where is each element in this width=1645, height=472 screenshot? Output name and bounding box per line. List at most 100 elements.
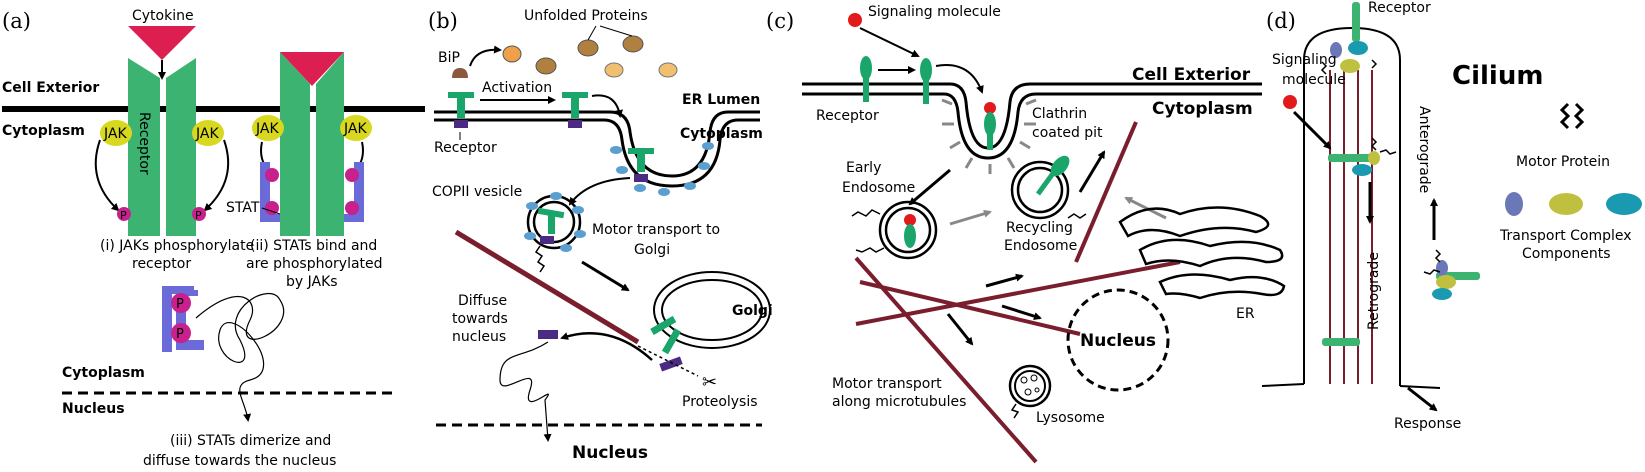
motor-transport-label-2: Golgi — [634, 242, 670, 258]
receptor-recycling-head — [1050, 155, 1070, 177]
receptor-in-pit-stem — [987, 134, 993, 150]
jak-label: JAK — [103, 126, 127, 142]
stat-right — [344, 162, 364, 222]
plasma-membrane-inner — [802, 92, 1262, 160]
receptor-label-b: Receptor — [434, 140, 497, 156]
receptor-label-c: Receptor — [816, 108, 879, 124]
phosphate-stat-right-1 — [345, 168, 359, 182]
legend-complex-blue — [1505, 192, 1523, 216]
er-receptor-head-1 — [448, 92, 474, 98]
motor-protein-right-1 — [1434, 249, 1442, 263]
motor-protein-tip-1 — [1320, 61, 1328, 75]
motor-transport-c-1: Motor transport — [832, 376, 942, 392]
phosphate-dimer-2 — [171, 323, 191, 343]
receptor-cilium-top — [1352, 2, 1360, 42]
motor-protein-icon — [1559, 102, 1585, 130]
jak-label: JAK — [255, 121, 279, 137]
scissors-icon: ✂ — [702, 372, 717, 393]
vesicle-receptor-stem — [548, 214, 555, 234]
motor-protein-legend-label: Motor Protein — [1516, 154, 1610, 170]
retrograde-label: Retrograde — [1366, 252, 1382, 330]
cell-exterior-label-c: Cell Exterior — [1132, 65, 1251, 85]
jak-right-2 — [340, 115, 372, 141]
er-to-recycling-arrow — [1124, 196, 1167, 220]
early-endosome-label-2: Endosome — [842, 180, 915, 196]
stat-dimer-left — [162, 286, 194, 352]
receptor-recycling-stem — [1035, 170, 1057, 196]
caption-ii-line3: by JAKs — [286, 274, 338, 290]
early-endosome-inner — [884, 206, 932, 254]
motor-protein-early-1 — [851, 209, 881, 217]
microtubule-c-4 — [859, 280, 1081, 336]
transport-complex-label-1: Transport Complex — [1499, 228, 1632, 244]
receptor-in-pit — [984, 112, 996, 136]
motor-transport-c-2: along microtubules — [832, 394, 966, 410]
bud-receptor-tail — [634, 174, 648, 182]
receptor-label-a: Receptor — [136, 112, 152, 175]
receptor-c-1 — [860, 56, 872, 80]
dna-strand-b — [499, 341, 552, 442]
caption-iii-line2: diffuse towards the nucleus — [143, 453, 336, 469]
complex-tip-blue — [1330, 42, 1342, 58]
motor-protein-lysosome — [1010, 403, 1020, 419]
golgi-receptor-tail — [659, 356, 683, 372]
cell-exterior-label-a: Cell Exterior — [2, 80, 99, 96]
phospho-arrow-left — [94, 139, 120, 212]
anterograde-label: Anterograde — [1416, 106, 1432, 193]
signal-in-endosome — [904, 214, 916, 226]
signaling-molecule-d — [1283, 95, 1297, 109]
motor-protein-left-2 — [1379, 149, 1397, 155]
lysosome-inner — [1014, 370, 1046, 402]
golgi-outer — [653, 271, 771, 349]
recycling-label-2: Endosome — [1004, 238, 1077, 254]
receptor-c-1-stem — [863, 78, 869, 102]
jak-label: JAK — [195, 126, 219, 142]
bound-signal-pit — [984, 102, 996, 114]
dna-strand-diffusion — [195, 293, 285, 422]
caption-ii-line1: (ii) STATs bind and — [250, 238, 377, 254]
receptor-budding-arrow — [591, 94, 623, 118]
er-lumen-label: ER Lumen — [682, 92, 760, 108]
jak-left-2 — [252, 115, 284, 141]
motor-protein-early-2 — [855, 247, 885, 253]
signaling-molecule-c — [848, 13, 862, 27]
er-receptor-tail-1 — [454, 120, 468, 128]
microtubule-b — [454, 229, 640, 345]
nucleus-c — [1066, 288, 1170, 392]
signaling-label-d-2: molecule — [1282, 72, 1346, 88]
receptor-c-2-stem — [923, 80, 929, 104]
phosphate-dimer-1 — [171, 293, 191, 313]
caption-iii-line1: (iii) STATs dimerize and — [170, 433, 331, 449]
panel-a: (a) Cytokine Cell Exterior Cytoplasm Rec… — [2, 8, 425, 469]
clathrin-label-2: coated pit — [1032, 125, 1103, 141]
phosphate-right-1 — [192, 207, 206, 221]
cytokine-label: Cytokine — [132, 8, 194, 24]
panel-c: (c) Signaling molecule Cell Exterior Cyt… — [766, 4, 1286, 464]
receptor-cilium-left — [1328, 154, 1372, 162]
cilium-base-right — [1399, 385, 1441, 389]
complex-right-blue — [1436, 260, 1448, 276]
unfolded-protein-cluster — [502, 25, 678, 78]
diffuse-label-2: towards — [452, 311, 508, 327]
response-arrow — [1407, 386, 1438, 412]
transport-complex-label-2: Components — [1522, 246, 1611, 262]
legend-complex-yellow — [1549, 193, 1583, 215]
complex-left-yellow — [1368, 151, 1380, 165]
receptor-in-endosome — [904, 224, 916, 248]
diffuse-label-3: nucleus — [452, 329, 506, 345]
bip-chaperone — [452, 68, 468, 78]
receptor-right-chain-1 — [166, 58, 196, 236]
bud-receptor-head — [628, 148, 654, 154]
microtubule-c-2 — [854, 256, 1038, 464]
complex-left-teal — [1352, 164, 1372, 176]
receptor-left-chain-1 — [128, 58, 160, 236]
caption-i-line2: receptor — [132, 256, 191, 272]
p-label: P — [176, 327, 184, 342]
cytoplasm-label-b: Cytoplasm — [680, 126, 763, 142]
signal-approach-arrow — [859, 27, 920, 57]
to-golgi-arrow — [581, 260, 630, 292]
jak-left-1 — [100, 120, 132, 146]
signal-to-cilium-arrow — [1292, 110, 1332, 150]
cytokine-ligand — [128, 26, 196, 60]
